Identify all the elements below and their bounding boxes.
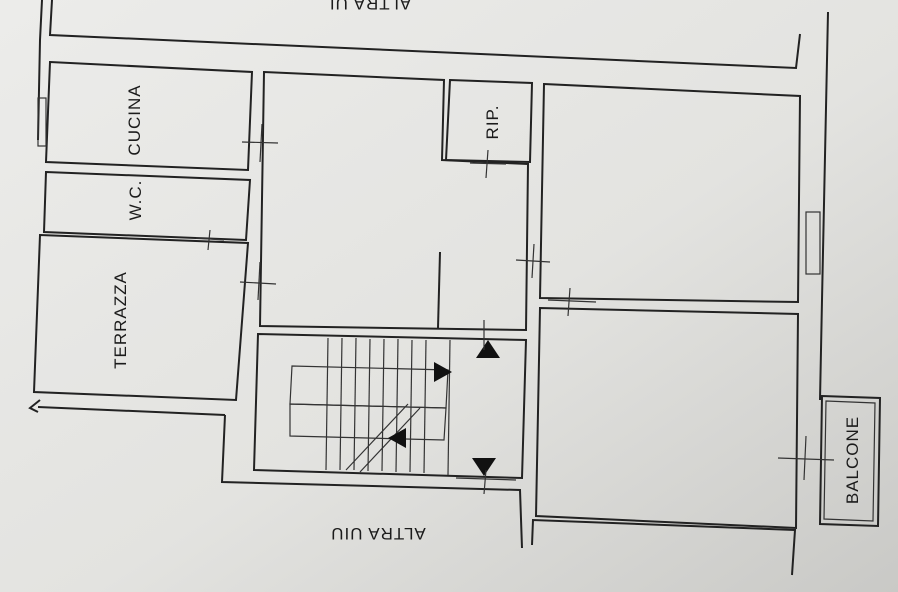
arrow-left-lower: [388, 428, 406, 448]
arrow-up-door: [476, 340, 500, 358]
stairwell: [252, 332, 528, 480]
label-rip: RIP.: [483, 105, 502, 140]
room-terrazza: [32, 233, 250, 402]
window-cucina: [37, 97, 47, 147]
label-terrazza: TERRAZZA: [111, 271, 130, 369]
room-hall: [258, 70, 530, 332]
room-right-top: [538, 82, 821, 304]
door-marks: [195, 123, 835, 495]
room-wc: [42, 170, 252, 242]
room-cucina: [37, 60, 254, 172]
label-balcone: BALCONE: [843, 416, 862, 504]
label-bottom-unit: ALTRA UIU: [330, 524, 426, 543]
arrow-right-upper: [434, 362, 452, 382]
label-cucina: CUCINA: [125, 84, 144, 155]
room-rip: [444, 78, 534, 164]
arrow-down-door: [472, 458, 496, 476]
label-top-unit: ALTRA UI: [329, 0, 411, 13]
outer-boundary: [28, 0, 829, 576]
stair-treads: [339, 337, 427, 474]
label-wc: W.C.: [126, 180, 145, 221]
room-right-bottom: [534, 306, 800, 530]
window-right-top: [805, 211, 821, 275]
balcone: [818, 394, 882, 528]
